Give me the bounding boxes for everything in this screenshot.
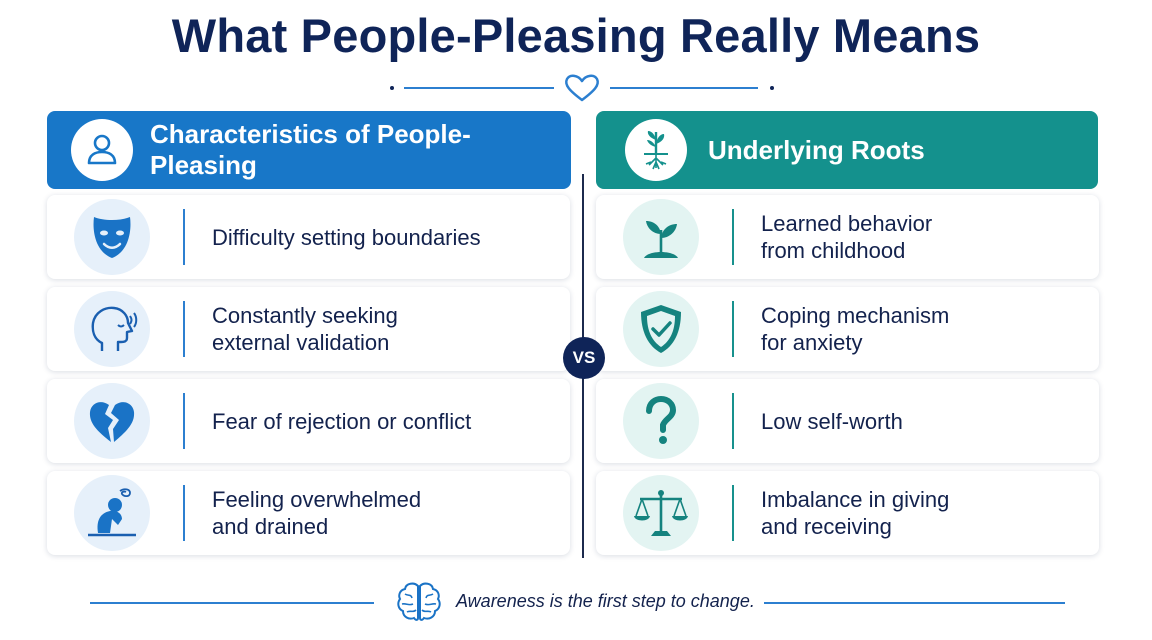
sprout-icon [623,199,699,275]
page-title: What People-Pleasing Really Means [171,9,981,62]
item-separator [183,393,185,449]
shield-check-icon [623,291,699,367]
item-text: Constantly seeking external validation [212,303,398,355]
footer-divider-right [764,602,1065,604]
item-separator [732,301,734,357]
broken-heart-icon [74,383,150,459]
vs-badge: VS [563,337,605,379]
footer-text: Awareness is the first step to change. [456,591,755,611]
item-separator [732,485,734,541]
roots-header-title: Underlying Roots [708,134,925,165]
list-item: Coping mechanism for anxiety [596,287,1099,371]
plant-roots-icon [625,119,687,181]
mask-icon [74,199,150,275]
list-item: Difficulty setting boundaries [47,195,570,279]
item-text: Fear of rejection or conflict [212,408,472,434]
head-listening-icon [74,291,150,367]
item-text: Learned behavior from childhood [761,211,933,263]
item-text: Imbalance in giving and receiving [761,487,950,539]
list-item: Learned behavior from childhood [596,195,1099,279]
item-text: Coping mechanism for anxiety [761,303,950,355]
item-separator [183,301,185,357]
list-item: Low self-worth [596,379,1099,463]
roots-header: Underlying Roots [596,111,1098,189]
heart-icon [565,74,599,102]
item-separator [732,393,734,449]
item-text: Difficulty setting boundaries [212,224,481,250]
footer-divider-left [90,602,374,604]
list-item: Fear of rejection or conflict [47,379,570,463]
list-item: Feeling overwhelmed and drained [47,471,570,555]
person-icon [71,119,133,181]
item-separator [183,209,185,265]
brain-icon [396,580,442,629]
overwhelmed-person-icon [74,475,150,551]
title-divider [390,74,774,102]
item-separator [732,209,734,265]
list-item: Constantly seeking external validation [47,287,570,371]
question-mark-icon [623,383,699,459]
item-separator [183,485,185,541]
characteristics-header: Characteristics of People-Pleasing [47,111,571,189]
item-text: Low self-worth [761,408,903,434]
item-text: Feeling overwhelmed and drained [212,487,422,539]
balance-scale-icon [623,475,699,551]
characteristics-header-title: Characteristics of People-Pleasing [150,119,471,180]
list-item: Imbalance in giving and receiving [596,471,1099,555]
